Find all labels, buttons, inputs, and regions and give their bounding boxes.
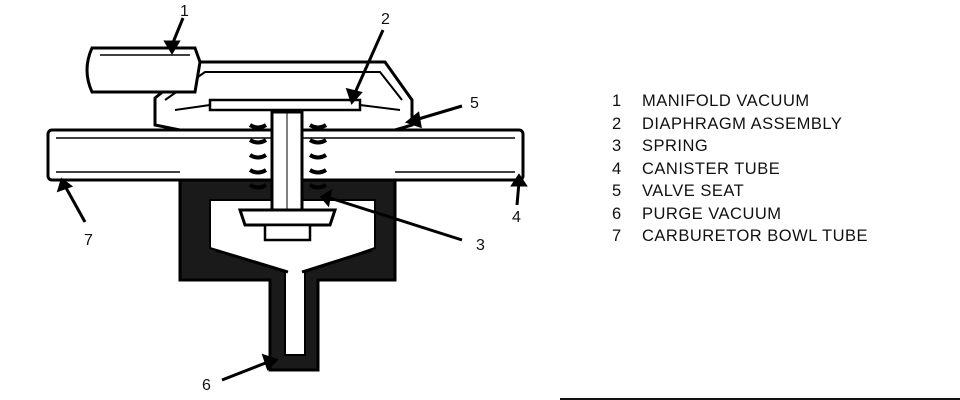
bottom-divider: [560, 398, 960, 400]
manifold-vacuum-nipple: [85, 46, 202, 94]
legend-number: 1: [612, 92, 622, 110]
leader-5: [414, 104, 463, 122]
legend-number: 3: [612, 137, 622, 155]
legend-label: VALVE SEAT: [642, 182, 745, 200]
leader-2: [352, 29, 385, 96]
callout-3: 3: [476, 237, 485, 254]
legend-item: 2 DIAPHRAGM ASSEMBLY: [612, 115, 868, 138]
legend-label: MANIFOLD VACUUM: [642, 92, 810, 110]
diaphragm-plate: [208, 98, 362, 112]
legend-item: 4 CANISTER TUBE: [612, 160, 868, 183]
legend-number: 7: [612, 227, 622, 245]
leader-6: [221, 360, 269, 382]
leader-7: [63, 185, 87, 223]
spring-coils-right: [308, 123, 328, 190]
legend-number: 6: [612, 204, 622, 223]
callout-5: 5: [470, 95, 479, 112]
legend-label: CARBURETOR BOWL TUBE: [642, 227, 869, 245]
callout-2: 2: [381, 11, 390, 28]
legend-label: SPRING: [642, 137, 709, 155]
legend-item: 7 CARBURETOR BOWL TUBE: [612, 227, 868, 250]
parts-legend: 1 MANIFOLD VACUUM 2 DIAPHRAGM ASSEMBLY 3 SP…: [612, 92, 868, 250]
legend-label: PURGE VACUUM: [642, 204, 782, 223]
callout-7: 7: [84, 232, 93, 249]
callout-4: 4: [512, 209, 521, 226]
legend-item: 3 SPRING: [612, 137, 868, 160]
legend-label: DIAPHRAGM ASSEMBLY: [642, 114, 843, 133]
legend-item: 1 MANIFOLD VACUUM: [612, 92, 868, 115]
leader-3: [329, 196, 463, 242]
legend-number: 5: [612, 182, 622, 200]
legend-item: 5 VALVE SEAT: [612, 182, 868, 205]
valve-seat-disc: [237, 208, 338, 227]
callout-1: 1: [180, 3, 189, 20]
spring-coils-left: [248, 123, 268, 190]
legend-number: 2: [612, 114, 622, 133]
valve-cross-section-diagram: 1 2 3 4 5 6 7: [46, 3, 528, 394]
upper-housing: [153, 60, 414, 132]
callout-6: 6: [202, 377, 211, 394]
legend-label: CANISTER TUBE: [642, 159, 781, 178]
legend-item: 6 PURGE VACUUM: [612, 205, 868, 228]
legend-number: 4: [612, 159, 622, 178]
